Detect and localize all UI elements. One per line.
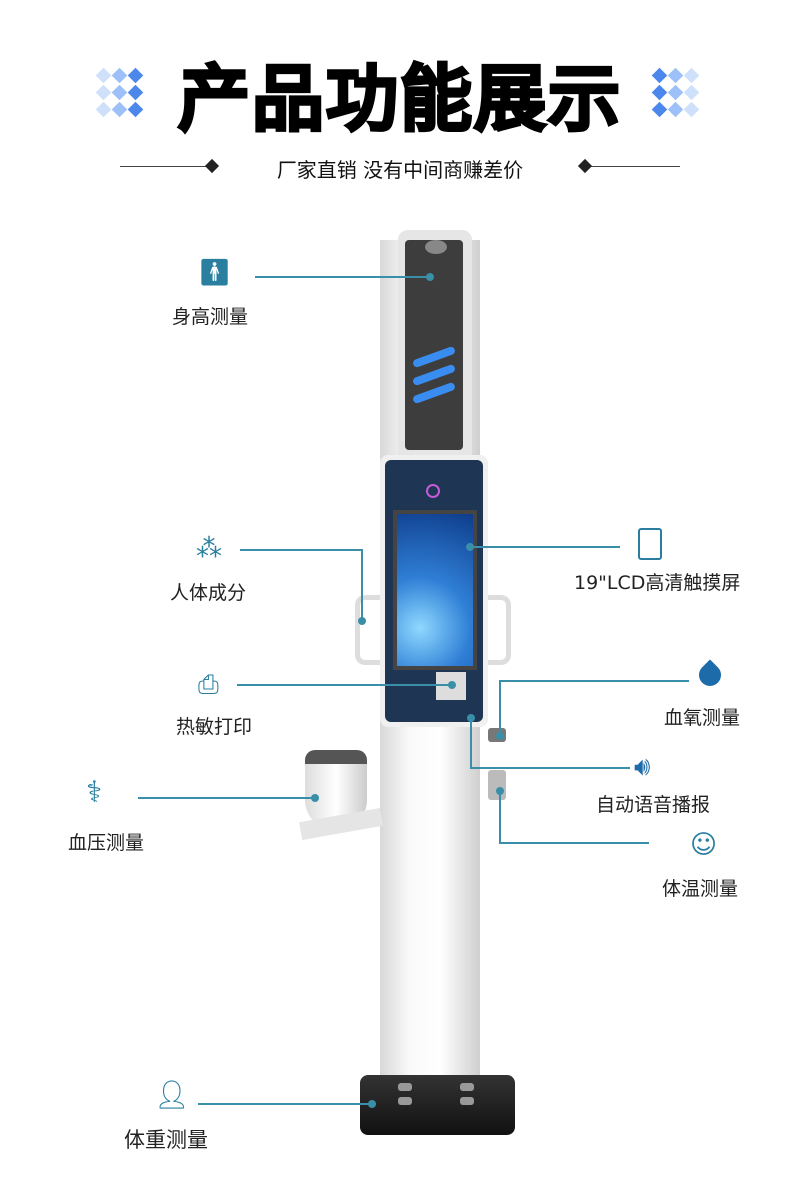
page-subtitle: 厂家直销 没有中间商赚差价 (276, 158, 524, 182)
divider-right (585, 166, 680, 167)
label-body-composition: 人体成分 (170, 582, 247, 604)
label-voice: 自动语音播报 (596, 794, 711, 816)
printer-icon: ⎙ (198, 670, 219, 700)
head-thermometer-icon: ☺︎ (690, 830, 718, 860)
head-panel (405, 240, 463, 450)
temp-sensor (488, 770, 506, 800)
handle-left (355, 595, 380, 665)
line-height (255, 276, 430, 278)
page-title: 产品功能展示 (176, 56, 622, 143)
line-printer (237, 684, 452, 686)
handle-right (486, 595, 511, 665)
molecule-icon: ⁂ (196, 534, 222, 564)
line-voice (470, 718, 472, 768)
label-height: 身高测量 (172, 306, 249, 328)
label-temperature: 体温测量 (662, 878, 739, 900)
label-blood-pressure: 血压测量 (68, 832, 145, 854)
line-body-comp (240, 549, 362, 551)
line-spo2 (499, 680, 689, 682)
line-weight (198, 1103, 370, 1105)
line-screen (470, 546, 620, 548)
line-bp (138, 797, 315, 799)
stethoscope-icon: ⚕ (86, 775, 103, 810)
tablet-icon (638, 528, 662, 560)
label-printer: 热敏打印 (176, 716, 253, 738)
line-temp (499, 790, 501, 843)
label-lcd-screen: 19"LCD高清触摸屏 (574, 572, 741, 594)
height-icon: 🚹︎ (198, 258, 232, 288)
person-scale-icon: 👤︎ (154, 1078, 190, 1111)
divider-left (120, 166, 210, 167)
label-weight: 体重测量 (124, 1128, 208, 1152)
label-spo2: 血氧测量 (664, 707, 741, 729)
scale-base (360, 1075, 515, 1135)
speaker-icon: 🔊︎ (634, 752, 651, 782)
touch-screen (393, 510, 477, 670)
